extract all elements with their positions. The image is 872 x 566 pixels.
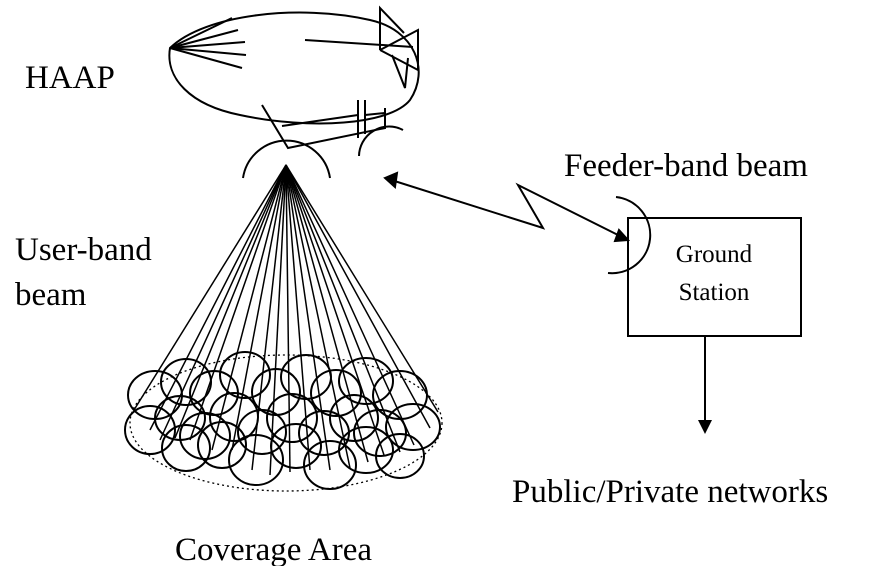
beam-ray-13 <box>285 164 351 469</box>
coverage-cell-13 <box>209 392 259 442</box>
user-beam-label-line2: beam <box>15 277 87 313</box>
ground-station-box <box>627 217 802 337</box>
coverage-cell-25 <box>338 426 394 474</box>
coverage-cell-7 <box>310 369 362 417</box>
beam-ray-3 <box>159 164 287 441</box>
user-band-antenna <box>242 139 331 179</box>
airship-gondola-struts <box>281 100 386 138</box>
beam-ray-6 <box>211 164 287 451</box>
airship-tail-fins <box>379 5 419 89</box>
coverage-cell-19 <box>385 403 441 451</box>
coverage-cell-8 <box>338 357 394 405</box>
beam-ray-17 <box>285 164 415 446</box>
feeder-beam-label: Feeder-band beam <box>564 148 808 184</box>
coverage-cell-20 <box>161 424 211 472</box>
beam-ray-1 <box>133 164 287 411</box>
haap-airship <box>168 5 420 150</box>
coverage-cell-22 <box>228 434 284 486</box>
coverage-cell-5 <box>251 368 301 416</box>
coverage-cell-26 <box>375 433 425 479</box>
coverage-cells <box>124 351 441 490</box>
airship-tail-line <box>304 39 414 48</box>
coverage-cell-18 <box>353 409 407 457</box>
beam-ray-14 <box>285 164 369 463</box>
coverage-cell-10 <box>124 405 176 455</box>
ground-station-label-line1: Ground <box>676 241 753 268</box>
airship-nose-ribs <box>169 17 247 69</box>
beam-ray-15 <box>285 164 385 456</box>
network-link-arrowhead <box>698 420 712 434</box>
coverage-cell-9 <box>372 370 428 420</box>
coverage-cell-21 <box>197 421 247 469</box>
beam-ray-4 <box>174 164 287 439</box>
coverage-cell-23 <box>270 423 322 469</box>
beam-ray-9 <box>269 164 287 476</box>
beam-ray-11 <box>285 164 311 471</box>
coverage-area-boundary <box>129 354 443 492</box>
beam-ray-18 <box>285 164 431 429</box>
network-link <box>698 336 712 434</box>
coverage-cell-2 <box>160 358 212 406</box>
feeder-band-antenna <box>358 125 404 157</box>
coverage-cell-17 <box>329 394 379 442</box>
airship-gondola <box>261 104 386 150</box>
user-band-beam-fan <box>133 164 439 476</box>
user-beam-label-line1: User-band <box>15 232 152 268</box>
beam-ray-2 <box>149 164 287 431</box>
beam-ray-10 <box>285 164 291 473</box>
ground-station-label-line2: Station <box>679 279 750 306</box>
coverage-cell-15 <box>266 393 318 443</box>
beam-ray-12 <box>285 164 331 471</box>
networks-label: Public/Private networks <box>512 474 828 510</box>
ground-station-antenna <box>607 196 652 275</box>
feeder-link <box>383 171 631 243</box>
beam-ray-19 <box>285 164 439 413</box>
feeder-link-arrowhead-haap <box>383 171 399 189</box>
haap-label: HAAP <box>25 60 115 96</box>
coverage-cell-12 <box>179 412 231 460</box>
beam-ray-16 <box>285 164 401 453</box>
coverage-cell-14 <box>237 409 287 455</box>
coverage-cell-24 <box>303 440 357 490</box>
beam-ray-7 <box>231 164 287 451</box>
beam-ray-5 <box>189 164 287 441</box>
coverage-cell-4 <box>219 351 271 399</box>
coverage-area-label: Coverage Area <box>175 532 372 566</box>
feeder-link-line <box>384 177 629 241</box>
airship-hull <box>168 11 420 125</box>
feeder-link-arrowhead-ground <box>613 228 631 243</box>
